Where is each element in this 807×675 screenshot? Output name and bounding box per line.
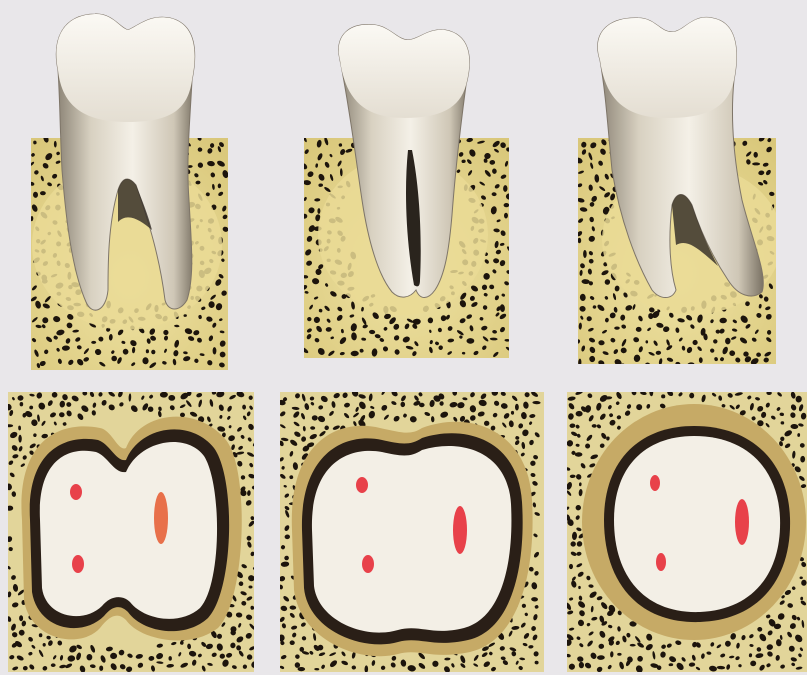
canal-mesio-lingual [362,555,374,573]
cross-section-3 [565,389,807,674]
trabecula-dot [40,191,46,195]
trabecula-dot [43,643,46,647]
canal-distal [453,506,467,554]
trabecula-dot [6,424,13,427]
trabecula-dot [569,564,573,569]
trabecula-dot [168,656,171,661]
canal-mesio-lingual [72,555,84,573]
canal-mesio-buccal [70,484,82,500]
trabecula-dot [576,411,583,417]
cross-section-1 [5,390,259,673]
cross-section-2 [277,388,544,673]
trabecula-dot [780,437,784,442]
trabecula-dot [725,338,730,345]
trabecula-dot [19,615,23,621]
trabecula-dot [515,404,519,411]
canal-distal [735,499,749,545]
trabecula-dot [151,350,155,355]
trabecula-dot [752,162,760,165]
canal-distal [154,492,168,544]
trabecula-dot [18,435,21,443]
trabecula-dot [504,203,510,207]
canal-mesio-buccal [356,477,368,493]
canal-mesio-buccal [650,475,660,491]
canal-mesio-lingual [656,553,666,571]
trabecula-dot [87,654,93,660]
trabecula-dot [312,415,318,420]
trabecula-dot [99,666,103,671]
